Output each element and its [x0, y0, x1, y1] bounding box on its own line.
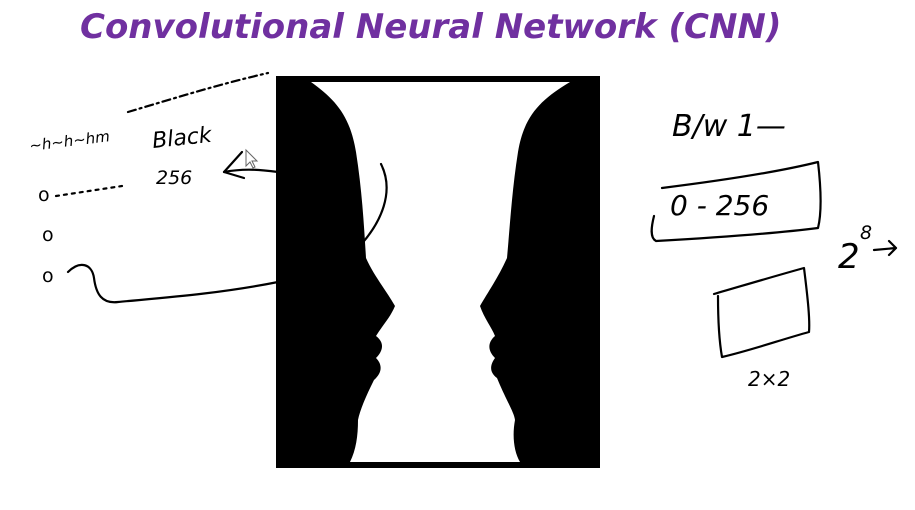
faces-vase-illusion-image — [276, 76, 600, 468]
vase-shape — [311, 82, 570, 462]
power-exponent: 8 — [860, 222, 872, 244]
range-box-outline — [650, 160, 822, 243]
power-base: 2 — [838, 237, 860, 277]
arrow-head-left — [222, 150, 246, 180]
grid-size-label: 2×2 — [748, 367, 790, 391]
slide-title: Convolutional Neural Network (CNN) — [80, 7, 782, 47]
top-dashed-line — [126, 71, 270, 114]
neuron-circle-1: o — [38, 184, 50, 206]
range-box-text: 0 - 256 — [670, 189, 769, 222]
left-annotations: ~h~h~hm Black 256 o o o — [28, 71, 280, 304]
connector-curve — [66, 263, 280, 304]
power-arrow — [872, 239, 898, 257]
bw-label: B/w 1— — [672, 109, 786, 144]
arrow-line-to-image — [222, 168, 280, 174]
left-scribble-text: ~h~h~hm — [28, 127, 110, 155]
black-label: Black — [151, 123, 214, 154]
dotted-line-1 — [54, 184, 124, 198]
overlay-curve-pen — [352, 162, 388, 254]
value-256-label: 256 — [156, 167, 192, 189]
neuron-circle-2: o — [42, 224, 54, 246]
right-annotations: B/w 1— 0 - 256 2 8 2×2 — [650, 109, 898, 391]
grid-square — [712, 266, 811, 359]
mouse-cursor-icon — [245, 148, 259, 169]
neuron-circle-3: o — [42, 265, 54, 287]
